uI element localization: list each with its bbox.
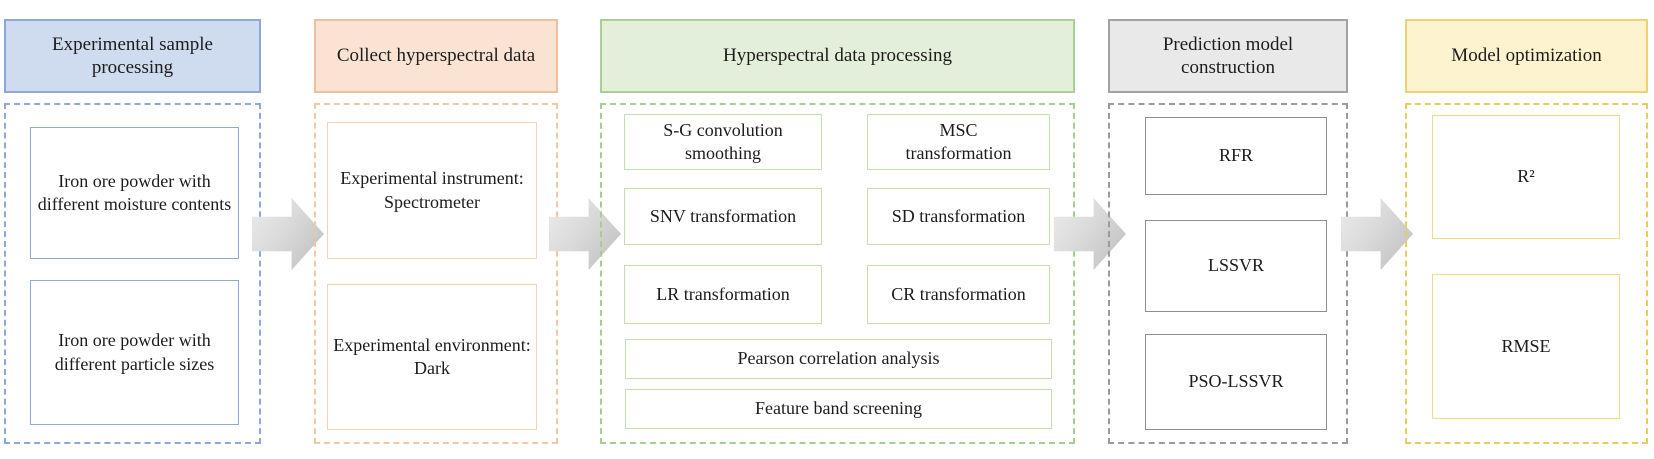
flow-arrow-icon-4 xyxy=(1341,198,1413,270)
flow-box-rfr: RFR xyxy=(1145,117,1327,195)
flow-box-pso-lssvr: PSO-LSSVR xyxy=(1145,334,1327,430)
flow-box-pearson-analysis: Pearson correlation analysis xyxy=(625,339,1052,379)
stage-container-sample-processing: Iron ore powder with different moisture … xyxy=(4,103,261,444)
stage-header-sample-processing: Experimental sample processing xyxy=(4,19,261,93)
stage-header-data-processing: Hyperspectral data processing xyxy=(600,19,1075,93)
flow-box-msc-transformation: MSC transformation xyxy=(867,114,1050,170)
flow-box-rmse: RMSE xyxy=(1432,274,1620,419)
stage-container-collect-data: Experimental instrument: Spectrometer Ex… xyxy=(314,103,558,444)
stage-header-model-optimization: Model optimization xyxy=(1405,19,1648,93)
flow-box-environment: Experimental environment: Dark xyxy=(327,284,537,430)
column-sample-processing: Experimental sample processing Iron ore … xyxy=(4,0,261,459)
stage-container-data-processing: S-G convolution smoothing MSC transforma… xyxy=(600,103,1075,444)
flow-box-lr-transformation: LR transformation xyxy=(624,265,822,324)
stage-container-model-optimization: R² RMSE xyxy=(1405,103,1648,444)
flow-box-r-squared: R² xyxy=(1432,115,1620,239)
column-model-construction: Prediction model construction RFR LSSVR … xyxy=(1108,0,1348,459)
flow-box-feature-screening: Feature band screening xyxy=(625,389,1052,429)
flow-box-lssvr: LSSVR xyxy=(1145,220,1327,312)
column-model-optimization: Model optimization R² RMSE xyxy=(1405,0,1648,459)
stage-header-model-construction: Prediction model construction xyxy=(1108,19,1348,93)
flow-box-moisture-contents: Iron ore powder with different moisture … xyxy=(30,127,239,259)
flow-box-cr-transformation: CR transformation xyxy=(867,265,1050,324)
column-data-processing: Hyperspectral data processing S-G convol… xyxy=(600,0,1075,459)
flow-box-instrument: Experimental instrument: Spectrometer xyxy=(327,122,537,259)
stage-container-model-construction: RFR LSSVR PSO-LSSVR xyxy=(1108,103,1348,444)
column-collect-data: Collect hyperspectral data Experimental … xyxy=(314,0,558,459)
flow-box-snv-transformation: SNV transformation xyxy=(624,188,822,245)
flow-box-sd-transformation: SD transformation xyxy=(867,188,1050,245)
stage-header-collect-data: Collect hyperspectral data xyxy=(314,19,558,93)
flow-box-sg-smoothing: S-G convolution smoothing xyxy=(624,114,822,170)
flow-box-particle-sizes: Iron ore powder with different particle … xyxy=(30,280,239,425)
